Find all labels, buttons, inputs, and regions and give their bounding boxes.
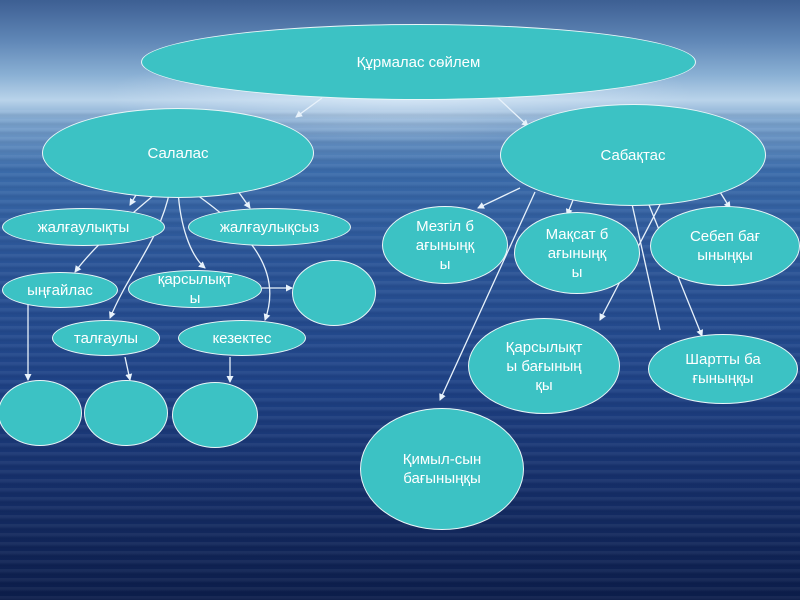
kezektes-node: кезектес bbox=[178, 320, 306, 356]
empty-circle-node bbox=[292, 260, 376, 326]
maksat-node: Мақсат бағыныңқы bbox=[514, 212, 640, 294]
sebep-label: Себеп бағыныңқы bbox=[689, 228, 761, 264]
talgauly-node: талғаулы bbox=[52, 320, 160, 356]
link-salalas-talgauly bbox=[109, 189, 171, 319]
zhalgaulykty-label: жалғаулықты bbox=[37, 218, 130, 236]
salalas-label: Салалас bbox=[147, 144, 209, 162]
link-root-salalas bbox=[295, 97, 323, 118]
empty-circle-node bbox=[0, 380, 82, 446]
zhalgaulyksyz-label: жалғаулықсыз bbox=[219, 218, 320, 236]
talgauly-label: талғаулы bbox=[73, 329, 139, 347]
sabaktas-node: Сабақтас bbox=[500, 104, 766, 206]
link-sabaktas-tick bbox=[629, 194, 661, 331]
mezgil-label: Мезгіл бағыныңқы bbox=[415, 217, 475, 273]
maksat-label: Мақсат бағыныңқы bbox=[545, 225, 609, 281]
salalas-node: Салалас bbox=[42, 108, 314, 198]
karsylykty-bagynynky-label: Қарсылықты бағыныңқы bbox=[505, 338, 583, 394]
sebep-node: Себеп бағыныңқы bbox=[650, 206, 800, 286]
link-sabaktas-mezgil bbox=[477, 187, 521, 209]
zhalgaulyksyz-node: жалғаулықсыз bbox=[188, 208, 351, 246]
sabaktas-label: Сабақтас bbox=[600, 146, 666, 164]
shartty-label: Шартты бағыныңқы bbox=[685, 351, 761, 387]
link-salalas-karsylykty bbox=[177, 189, 206, 269]
root-label: Құрмалас сөйлем bbox=[356, 53, 481, 71]
empty-circle-node bbox=[172, 382, 258, 448]
shartty-node: Шартты бағыныңқы bbox=[648, 334, 798, 404]
yngailas-node: ыңғайлас bbox=[2, 272, 118, 308]
link-talgauly-circle bbox=[124, 356, 133, 381]
karsylykty-bagynynky-node: Қарсылықты бағыныңқы bbox=[468, 318, 620, 414]
mezgil-node: Мезгіл бағыныңқы bbox=[382, 206, 508, 284]
yngailas-label: ыңғайлас bbox=[27, 281, 93, 299]
empty-circle-node bbox=[84, 380, 168, 446]
kezektes-label: кезектес bbox=[212, 329, 272, 347]
link-salalas-kezektes bbox=[189, 189, 271, 321]
kimyl-syn-node: Қимыл-сын бағыныңқы bbox=[360, 408, 524, 530]
karsylykty-node: қарсылықты bbox=[128, 270, 262, 308]
karsylykty-label: қарсылықты bbox=[157, 271, 233, 307]
link-sabaktas-kimyl-syn bbox=[439, 191, 536, 401]
link-sabaktas-sebep bbox=[719, 191, 731, 209]
root-node: Құрмалас сөйлем bbox=[141, 24, 696, 100]
kimyl-syn-label: Қимыл-сын бағыныңқы bbox=[402, 451, 482, 487]
link-root-sabaktas bbox=[497, 97, 529, 127]
zhalgaulykty-node: жалғаулықты bbox=[2, 208, 165, 246]
